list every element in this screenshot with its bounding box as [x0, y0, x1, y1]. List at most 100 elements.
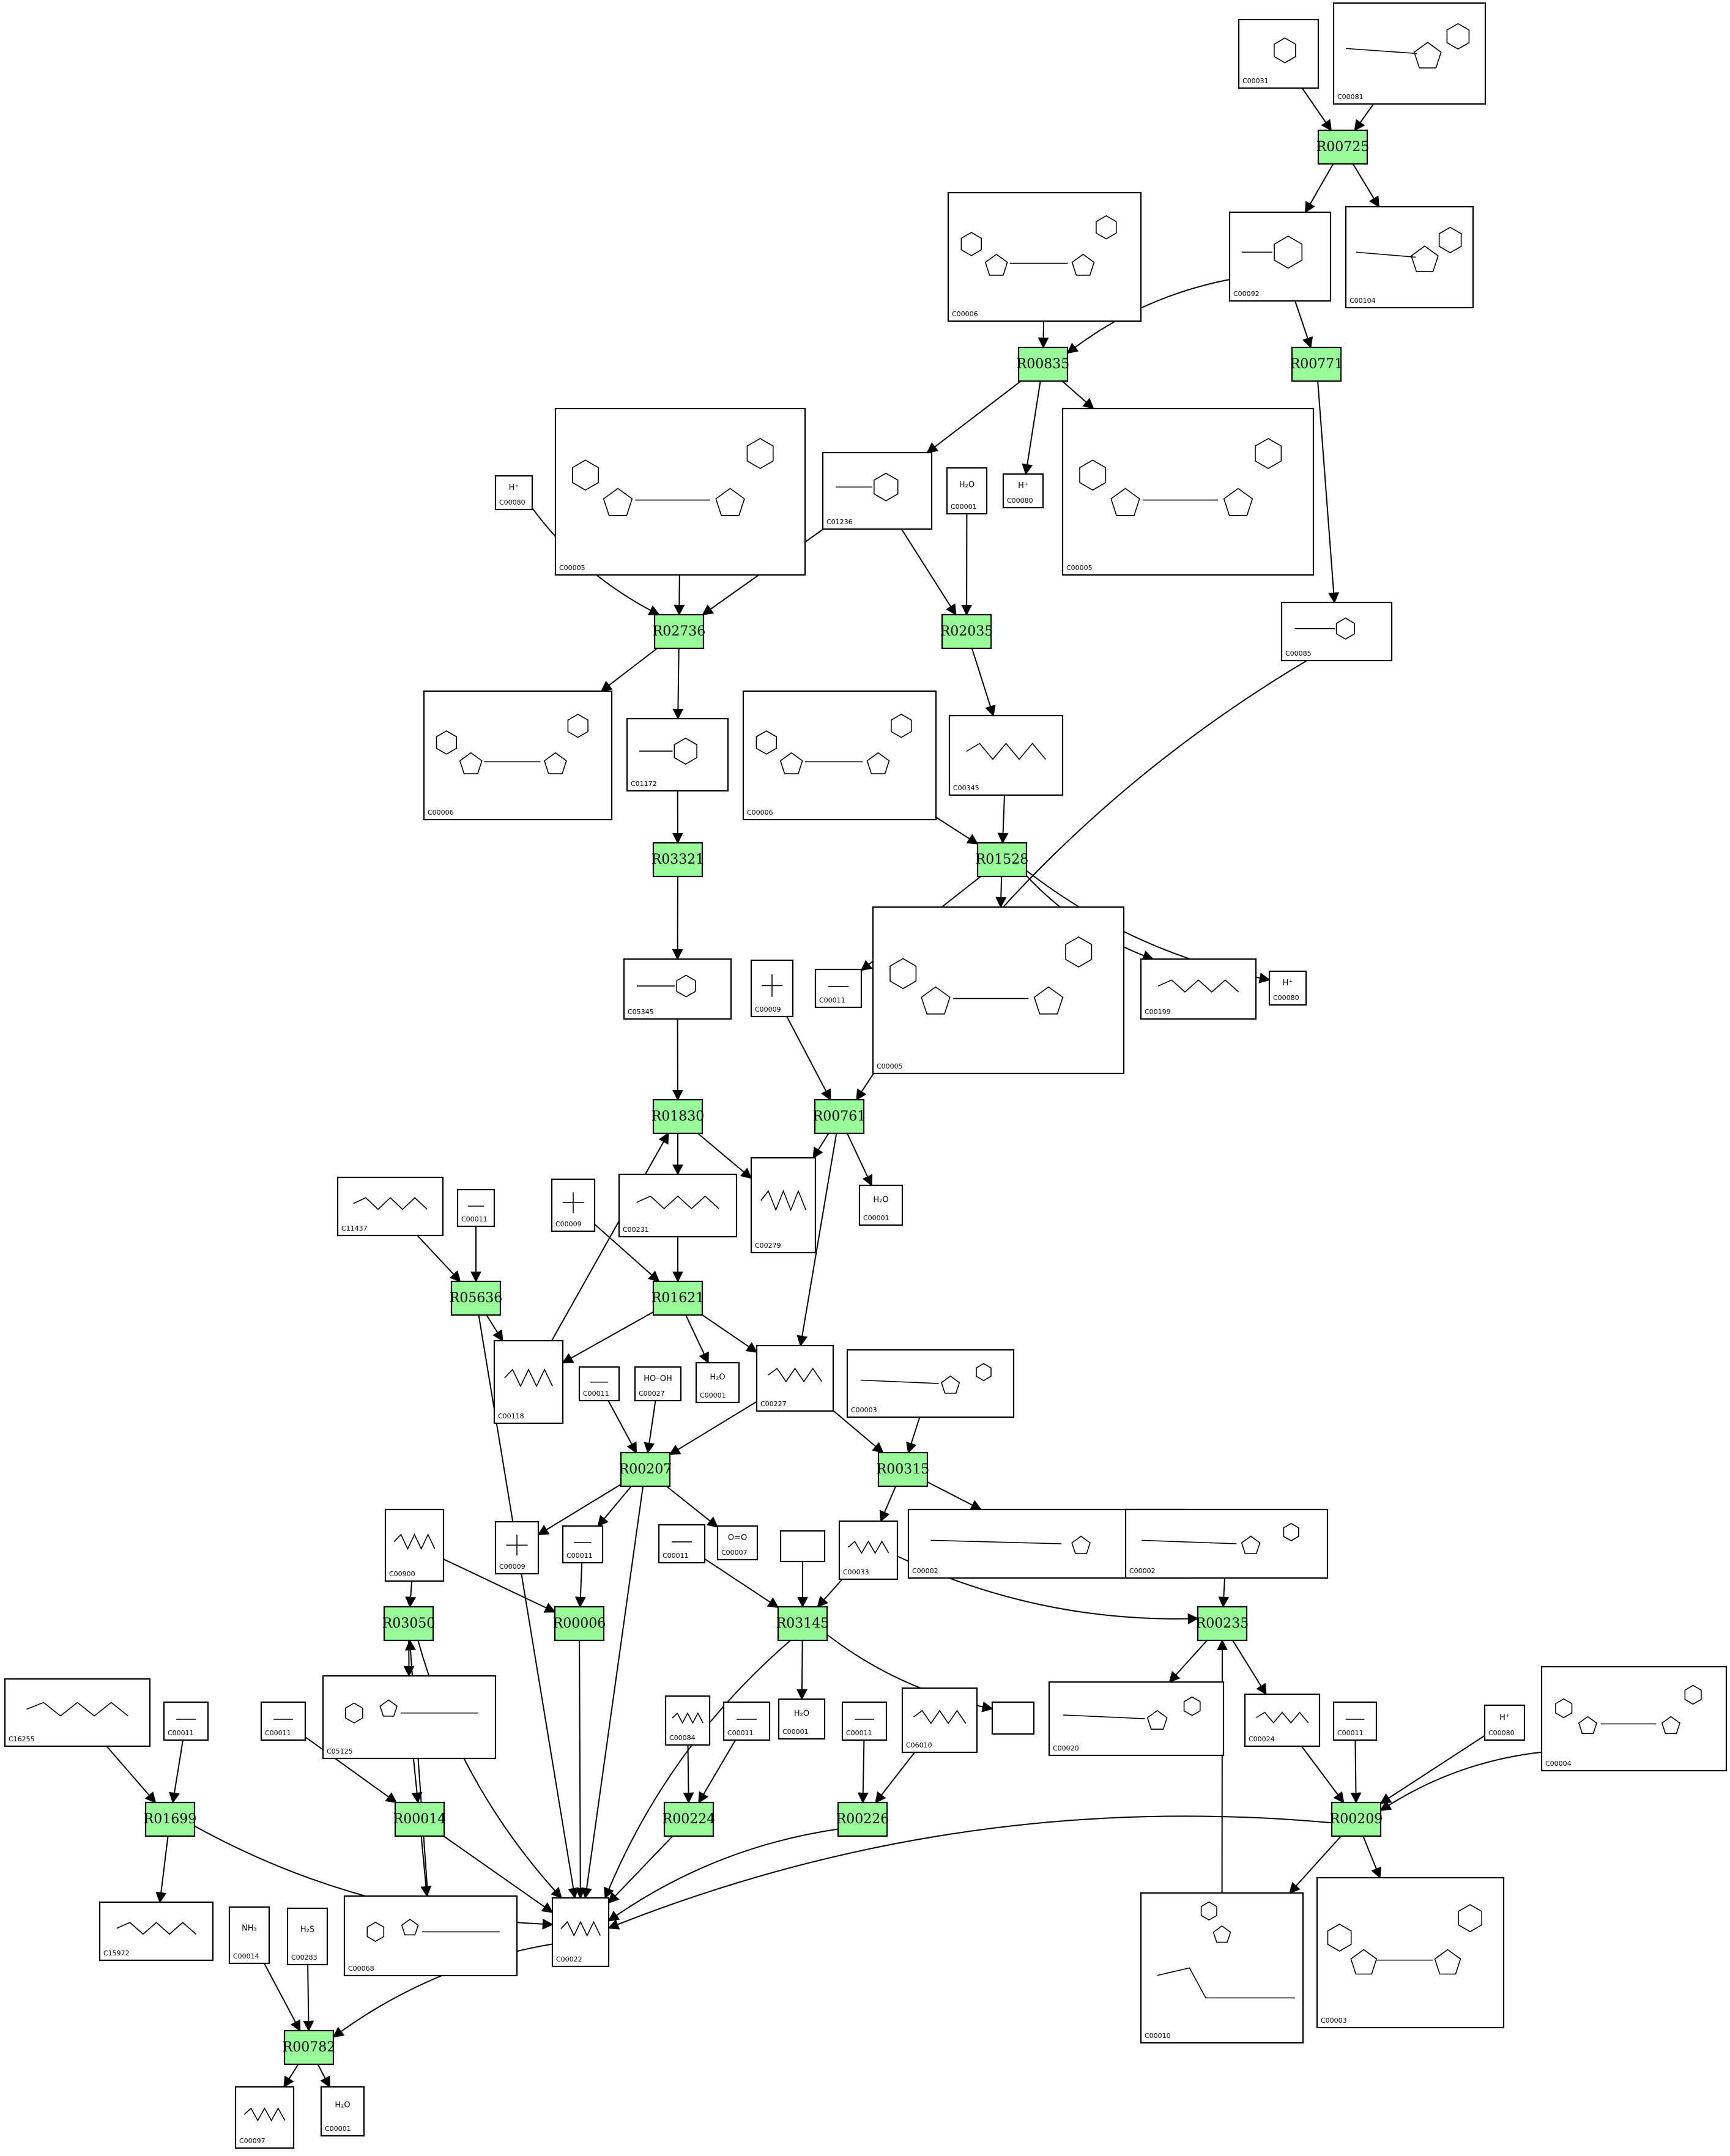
compound-node-C00006[interactable]: C00006: [742, 690, 937, 821]
reaction-node-r00761[interactable]: R00761: [813, 1098, 866, 1135]
edge-arrow: [1294, 300, 1313, 349]
compound-id-label: C00080: [1488, 1729, 1515, 1737]
edge-arrow: [1379, 1751, 1542, 1811]
reaction-label: R00207: [619, 1462, 672, 1477]
reaction-node-r02035[interactable]: R02035: [940, 613, 993, 650]
bond-path: [1327, 1923, 1352, 1952]
compound-node-C06010[interactable]: C06010: [901, 1687, 978, 1754]
reaction-node-r00835[interactable]: R00835: [1017, 346, 1070, 382]
reaction-node-r02736[interactable]: R02736: [653, 613, 706, 650]
compound-node-C00080[interactable]: H⁺C00080: [1002, 473, 1044, 509]
edge-arrow: [600, 648, 658, 692]
compound-node-C01236[interactable]: C01236: [822, 451, 933, 530]
reaction-node-r00315[interactable]: R00315: [877, 1451, 930, 1487]
compound-node-C00004[interactable]: C00004: [1540, 1665, 1728, 1772]
compound-node-C00068[interactable]: C00068: [343, 1895, 518, 1977]
reaction-node-r01830[interactable]: R01830: [652, 1098, 705, 1135]
compound-node-C00002[interactable]: C00002: [1124, 1508, 1329, 1579]
compound-node-C00011[interactable]: C00011: [658, 1524, 706, 1564]
compound-node-blank[interactable]: [779, 1530, 826, 1563]
reaction-node-r03145[interactable]: R03145: [776, 1606, 830, 1642]
compound-node-C00003[interactable]: C00003: [846, 1349, 1015, 1418]
compound-node-C00020[interactable]: C00020: [1048, 1681, 1225, 1757]
compound-node-C00227[interactable]: C00227: [755, 1344, 834, 1412]
compound-node-C00009[interactable]: C00009: [494, 1521, 540, 1575]
compound-node-C00009[interactable]: C00009: [551, 1178, 596, 1232]
compound-node-C00011[interactable]: C00011: [1332, 1701, 1378, 1741]
compound-node-C05125[interactable]: C05125: [322, 1675, 497, 1760]
compound-node-C00011[interactable]: C00011: [841, 1701, 888, 1741]
compound-node-C00011[interactable]: C00011: [578, 1366, 620, 1402]
reaction-node-r00209[interactable]: R00209: [1330, 1801, 1383, 1837]
compound-node-C11437[interactable]: C11437: [336, 1176, 444, 1237]
reaction-node-r00771[interactable]: R00771: [1290, 346, 1343, 382]
edge-arrow: [1288, 1836, 1342, 1894]
compound-node-C00031[interactable]: C00031: [1238, 18, 1320, 89]
compound-node-C00005[interactable]: C00005: [554, 407, 806, 576]
compound-node-C05345[interactable]: C05345: [623, 958, 732, 1020]
reaction-node-r01699[interactable]: R01699: [144, 1801, 197, 1837]
compound-node-C00010[interactable]: C00010: [1140, 1892, 1304, 2044]
edge-arrow: [1066, 279, 1230, 354]
compound-box: [618, 1173, 738, 1238]
reaction-node-r00006[interactable]: R00006: [553, 1606, 606, 1642]
compound-node-C00118[interactable]: C00118: [493, 1339, 564, 1424]
reaction-node-r00014[interactable]: R00014: [393, 1801, 447, 1837]
compound-node-C00104[interactable]: C00104: [1345, 206, 1474, 309]
compound-node-C00011[interactable]: C00011: [456, 1188, 496, 1228]
compound-node-C00011[interactable]: C00011: [562, 1525, 604, 1564]
compound-node-C00006[interactable]: C00006: [423, 690, 613, 821]
compound-node-C00080[interactable]: H⁺C00080: [1483, 1704, 1526, 1741]
compound-node-C00080[interactable]: H⁺C00080: [1268, 970, 1307, 1006]
reaction-node-r00235[interactable]: R00235: [1196, 1606, 1249, 1642]
compound-node-C00199[interactable]: C00199: [1140, 958, 1257, 1020]
edge-arrow: [283, 2064, 299, 2088]
compound-node-C00900[interactable]: C00900: [384, 1508, 445, 1582]
compound-node-C00006[interactable]: C00006: [947, 191, 1142, 322]
compound-node-C01172[interactable]: C01172: [626, 717, 729, 792]
compound-node-C16255[interactable]: C16255: [4, 1678, 151, 1747]
reaction-node-r03321[interactable]: R03321: [652, 842, 705, 878]
compound-node-C00080[interactable]: H⁺C00080: [494, 475, 533, 511]
compound-node-C00231[interactable]: C00231: [618, 1173, 738, 1238]
reaction-node-r05636[interactable]: R05636: [450, 1280, 503, 1316]
compound-node-C00011[interactable]: C00011: [814, 968, 863, 1009]
reaction-node-r00224[interactable]: R00224: [663, 1801, 716, 1837]
compound-node-C15972[interactable]: C15972: [98, 1901, 214, 1962]
compound-node-C00092[interactable]: C00092: [1228, 211, 1332, 302]
compound-node-C00011[interactable]: C00011: [260, 1701, 306, 1741]
reaction-node-r00725[interactable]: R00725: [1316, 129, 1370, 165]
compound-node-C00022[interactable]: C00022: [551, 1897, 610, 1968]
compound-node-C00003[interactable]: C00003: [1316, 1876, 1505, 2029]
compound-node-C00081[interactable]: C00081: [1332, 2, 1487, 105]
compound-node-C00279[interactable]: C00279: [750, 1157, 817, 1254]
compound-node-C00005[interactable]: C00005: [872, 906, 1125, 1075]
compound-node-blank[interactable]: [991, 1701, 1035, 1735]
compound-node-C00024[interactable]: C00024: [1244, 1693, 1321, 1747]
compound-node-C00033[interactable]: C00033: [838, 1520, 899, 1580]
compound-node-C00084[interactable]: C00084: [664, 1695, 711, 1746]
reaction-node-r01621[interactable]: R01621: [652, 1280, 705, 1316]
reaction-node-r00226[interactable]: R00226: [836, 1801, 889, 1837]
reaction-node-r00782[interactable]: R00782: [283, 2029, 336, 2065]
compound-node-C00011[interactable]: C00011: [722, 1701, 771, 1741]
reaction-node-r03050[interactable]: R03050: [382, 1606, 436, 1642]
compound-node-C00005[interactable]: C00005: [1061, 407, 1315, 576]
reaction-node-r00207[interactable]: R00207: [619, 1451, 672, 1487]
compound-node-C00009[interactable]: C00009: [750, 959, 794, 1018]
compound-node-C00097[interactable]: C00097: [234, 2086, 295, 2149]
compound-node-C00085[interactable]: C00085: [1280, 601, 1393, 662]
compound-node-C00011[interactable]: C00011: [163, 1701, 209, 1741]
bond-path: [984, 253, 1008, 276]
compound-node-C00345[interactable]: C00345: [948, 714, 1064, 796]
reaction-node-r01528[interactable]: R01528: [976, 842, 1029, 878]
